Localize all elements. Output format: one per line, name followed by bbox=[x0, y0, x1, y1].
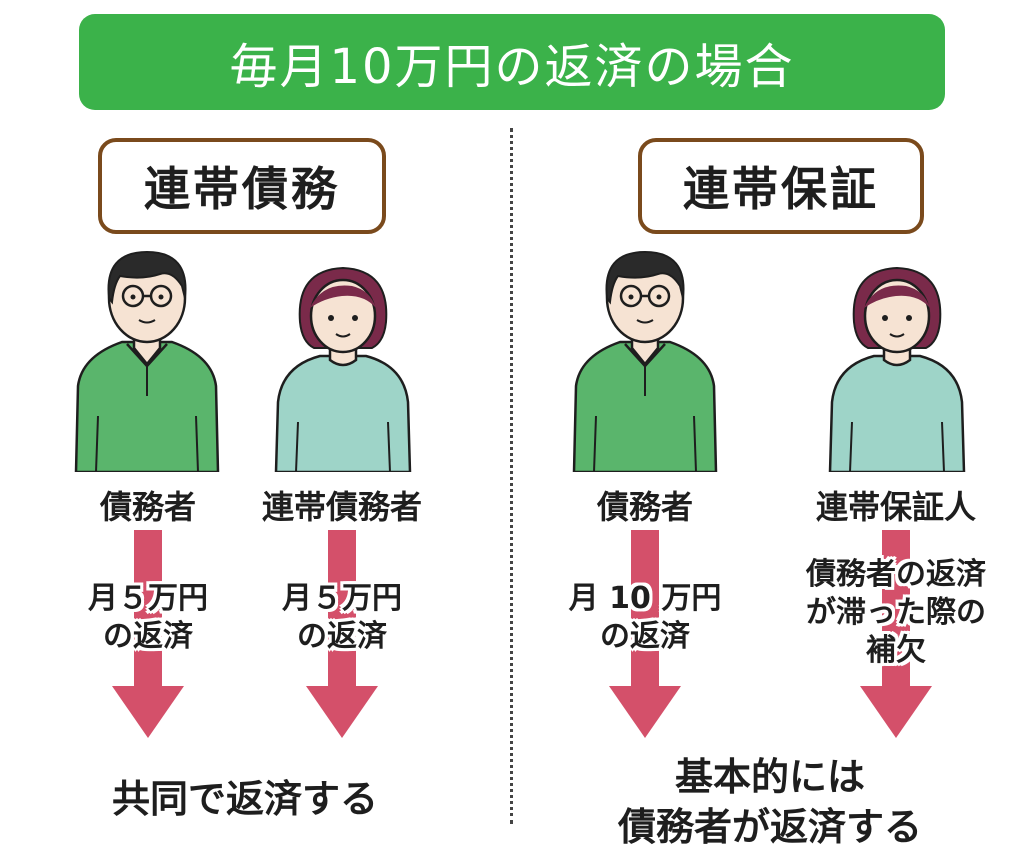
woman-figure-right bbox=[828, 266, 966, 472]
payment-line: 月５万円 bbox=[282, 581, 402, 616]
woman-figure-left bbox=[274, 266, 412, 472]
left-heading-box: 連帯債務 bbox=[98, 138, 386, 234]
right-guarantor-label: 連帯保証人 bbox=[815, 488, 977, 526]
center-divider bbox=[510, 128, 513, 824]
payment-line: の返済 bbox=[103, 619, 193, 654]
left-heading: 連帯債務 bbox=[144, 162, 340, 216]
left-debtor-arrow bbox=[112, 530, 184, 738]
summary-line: 基本的には bbox=[674, 755, 866, 799]
summary-line: 債務者が返済する bbox=[617, 805, 923, 849]
payment-line: の返済 bbox=[297, 619, 387, 654]
right-guarantor-payment-text: 債務者の返済 が滞った際の 補欠 bbox=[806, 556, 986, 670]
right-heading: 連帯保証 bbox=[683, 162, 879, 216]
left-joint-debtor-label: 連帯債務者 bbox=[261, 488, 423, 526]
payment-line: 補欠 bbox=[866, 633, 926, 668]
left-debtor-payment-text: 月５万円 の返済 bbox=[88, 580, 208, 656]
title-text: 毎月10万円の返済の場合 bbox=[229, 39, 795, 95]
right-debtor-label: 債務者 bbox=[596, 488, 694, 526]
payment-line: が滞った際の bbox=[806, 595, 986, 630]
right-guarantor-arrow bbox=[860, 530, 932, 738]
left-joint-debtor-payment-text: 月５万円 の返済 bbox=[282, 580, 402, 656]
payment-line: の返済 bbox=[599, 619, 690, 654]
right-heading-box: 連帯保証 bbox=[638, 138, 924, 234]
title-banner: 毎月10万円の返済の場合 bbox=[79, 14, 945, 110]
man-figure-left bbox=[74, 250, 220, 472]
payment-line: 債務者の返済 bbox=[806, 557, 986, 592]
right-summary: 基本的には 債務者が返済する bbox=[618, 752, 922, 852]
left-debtor-label: 債務者 bbox=[99, 488, 197, 526]
right-debtor-payment-text: 月 10 万円 の返済 bbox=[569, 580, 722, 656]
right-debtor-arrow bbox=[609, 530, 681, 738]
payment-line: 月５万円 bbox=[88, 581, 208, 616]
left-summary: 共同で返済する bbox=[111, 777, 379, 821]
payment-line: 月 10 万円 bbox=[568, 581, 722, 616]
left-joint-debtor-arrow bbox=[306, 530, 378, 738]
man-figure-right bbox=[572, 250, 718, 472]
